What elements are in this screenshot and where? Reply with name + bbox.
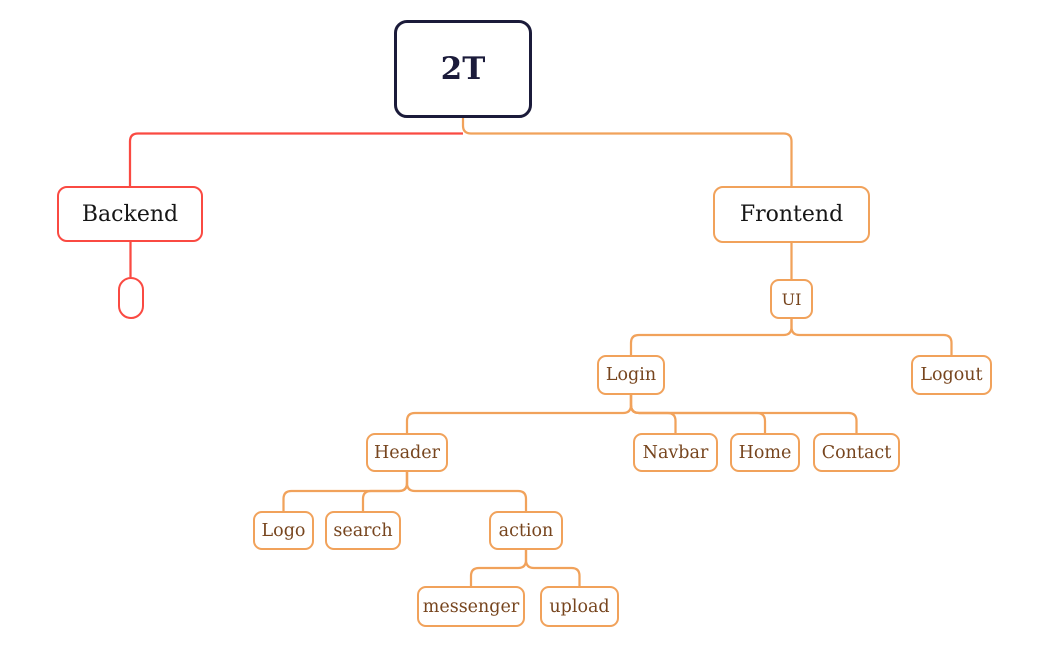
node-backend-empty-child [118,277,144,319]
node-root-2t: 2T [394,20,532,118]
edge-header-search [361,472,409,511]
node-navbar: Navbar [633,433,718,472]
node-action: action [489,511,563,550]
edge-action-upload [524,550,581,586]
edge-login-header [405,395,633,433]
node-search: search [325,511,401,550]
node-upload: upload [540,586,619,627]
edge-header-action [405,472,528,511]
node-home: Home [730,433,800,472]
node-messenger: messenger [417,586,525,627]
edge-ui-login [629,319,793,355]
node-frontend: Frontend [713,186,870,243]
node-ui: UI [770,279,813,319]
node-logo: Logo [253,511,314,550]
edge-ui-logout [790,319,953,355]
edge-root-frontend [461,117,793,186]
edge-login-contact [629,395,858,433]
edge-action-messenger [469,550,528,586]
node-contact: Contact [813,433,900,472]
node-backend: Backend [57,186,203,242]
node-logout: Logout [911,355,992,395]
node-header: Header [366,433,448,472]
edge-root-backend [128,132,463,186]
node-login: Login [597,355,665,395]
